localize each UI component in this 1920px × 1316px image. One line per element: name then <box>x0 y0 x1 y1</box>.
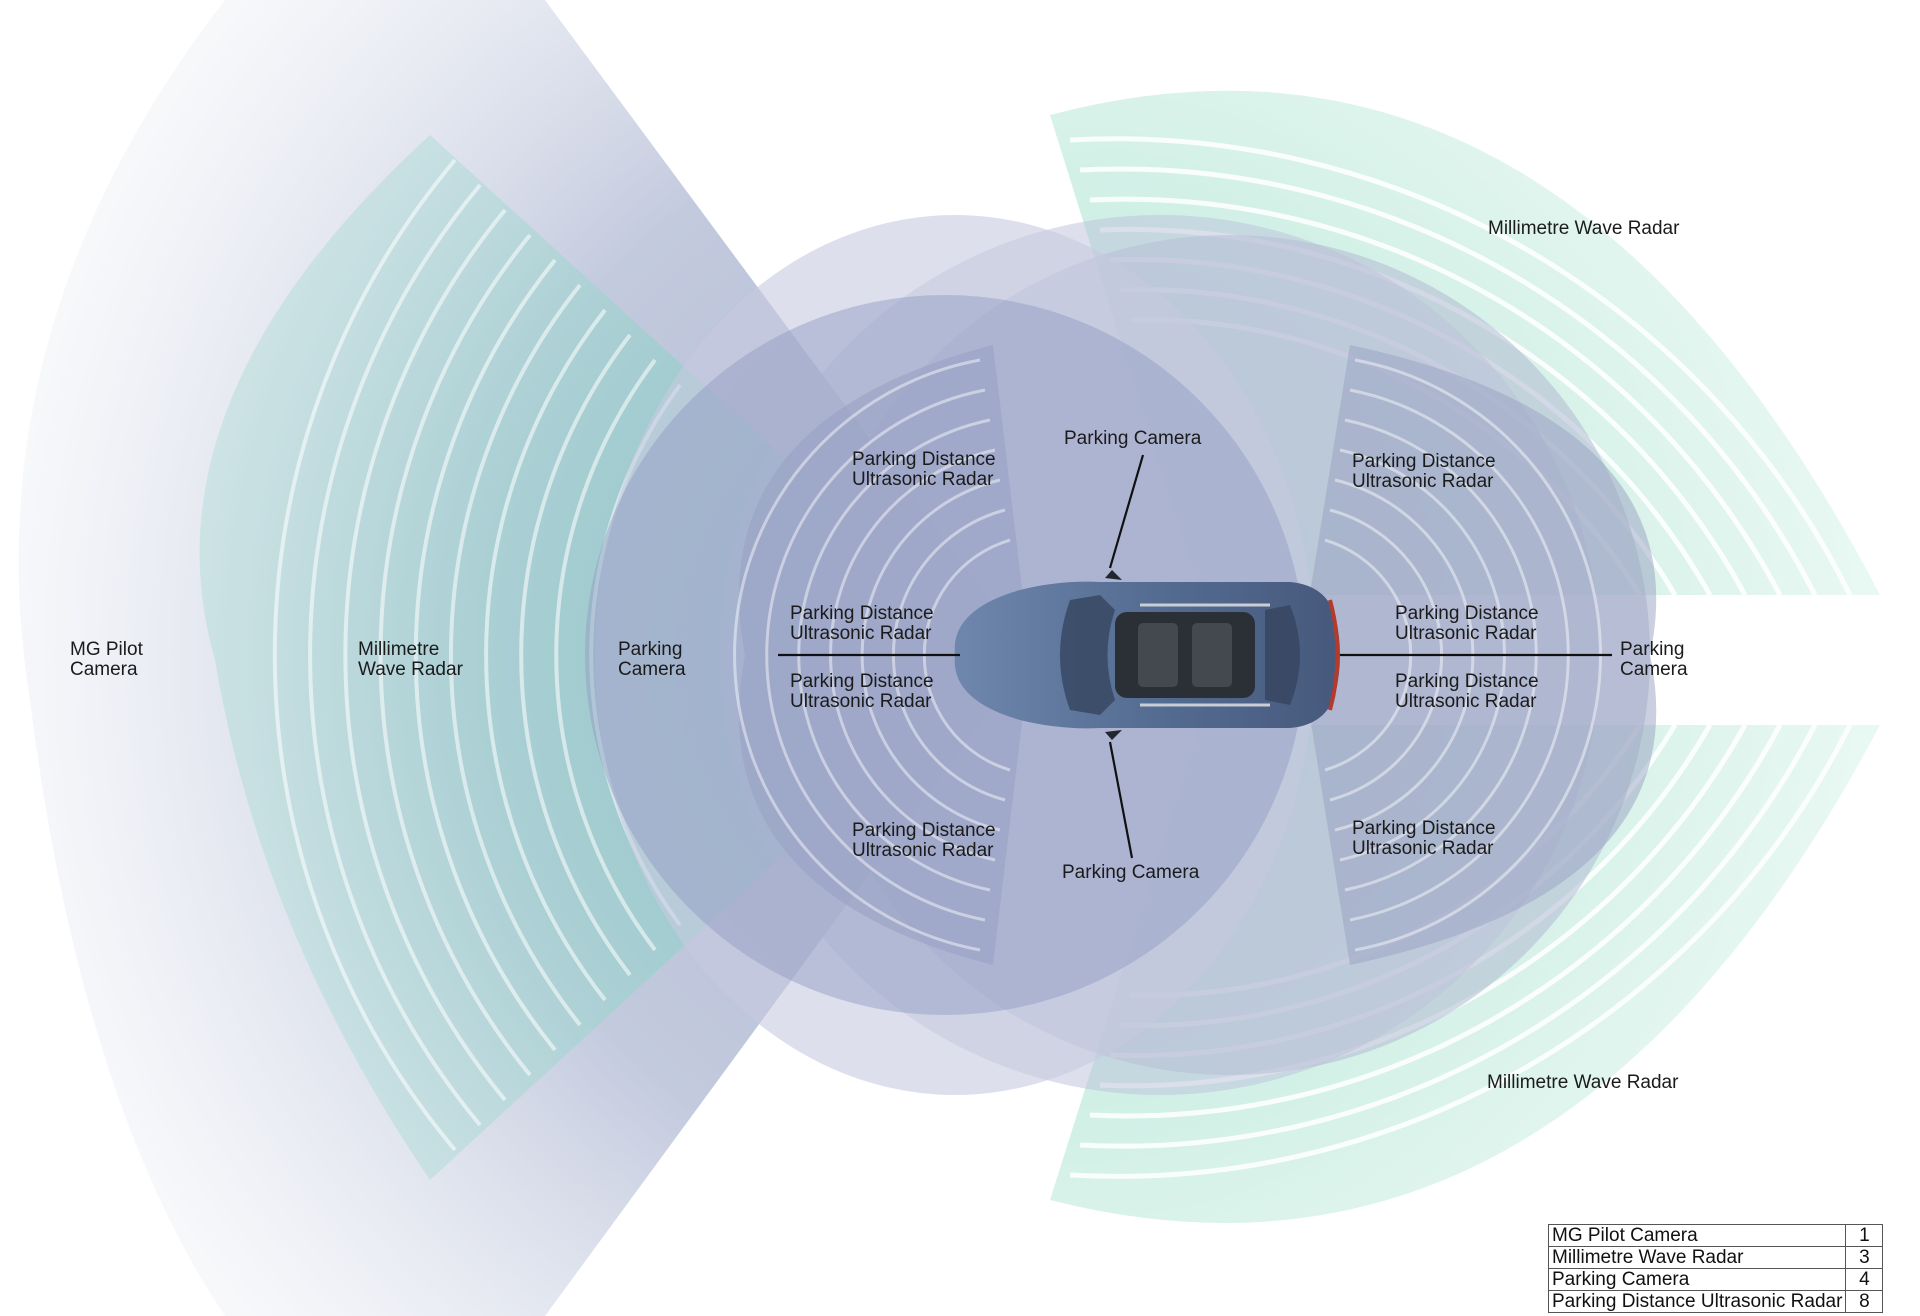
label-millimetre-wave-radar-rear-bottom: Millimetre Wave Radar <box>1487 1072 1679 1093</box>
legend-sensor-count: 3 <box>1845 1246 1884 1269</box>
leader-lines <box>778 454 1612 859</box>
label-parking-camera-top: Parking Camera <box>1064 428 1202 449</box>
legend-sensor-name: Millimetre Wave Radar <box>1547 1246 1847 1269</box>
legend-row: Parking Distance Ultrasonic Radar 8 <box>1547 1290 1884 1313</box>
legend-sensor-count: 4 <box>1845 1268 1884 1291</box>
car-top-view <box>954 570 1340 740</box>
legend-row: Parking Camera 4 <box>1547 1268 1884 1291</box>
legend-sensor-count: 1 <box>1845 1224 1884 1247</box>
label-parking-camera-bottom: Parking Camera <box>1062 862 1200 883</box>
legend-sensor-name: MG Pilot Camera <box>1547 1224 1847 1247</box>
label-millimetre-wave-radar-rear-top: Millimetre Wave Radar <box>1488 218 1680 239</box>
legend-sensor-count: 8 <box>1845 1290 1884 1313</box>
sensor-legend-table: MG Pilot Camera 1 Millimetre Wave Radar … <box>1547 1224 1884 1313</box>
legend-sensor-name: Parking Distance Ultrasonic Radar <box>1547 1290 1847 1313</box>
legend-row: Millimetre Wave Radar 3 <box>1547 1246 1884 1269</box>
legend-sensor-name: Parking Camera <box>1547 1268 1847 1291</box>
legend-row: MG Pilot Camera 1 <box>1547 1224 1884 1247</box>
